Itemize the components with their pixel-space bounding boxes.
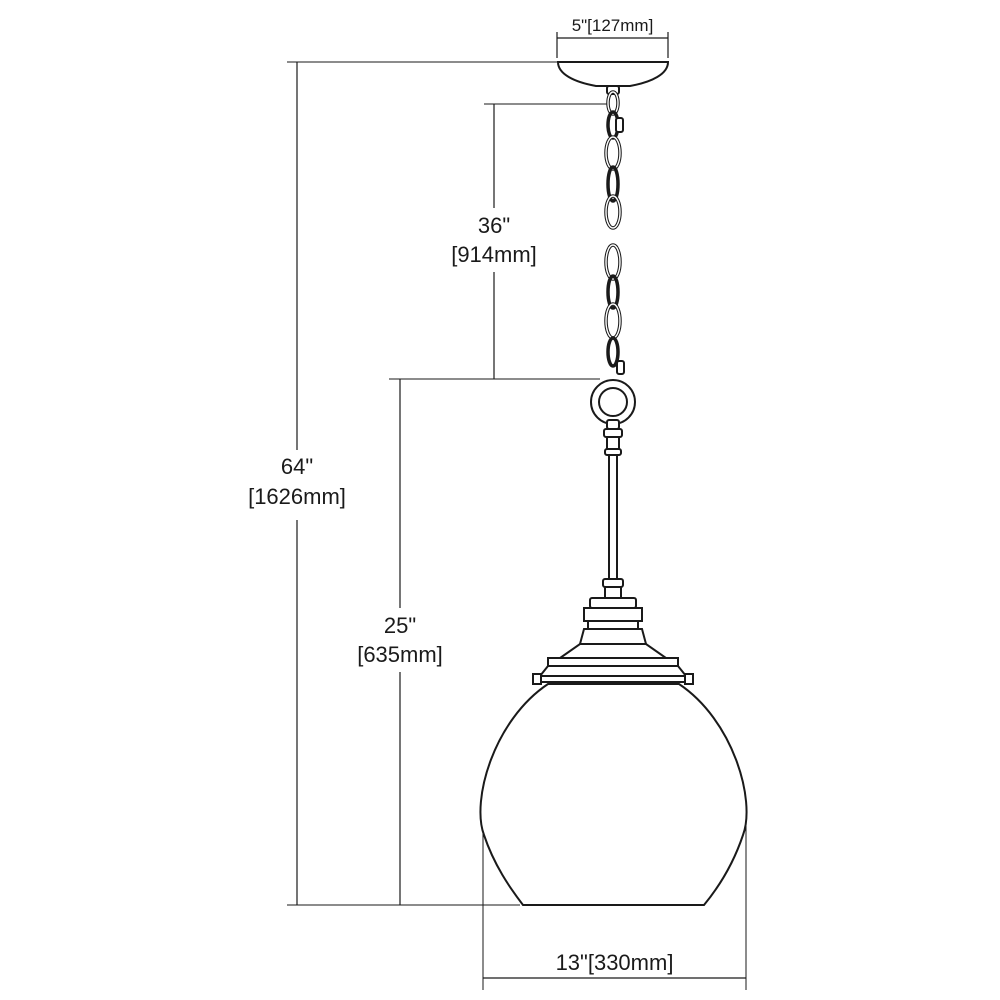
fixture-height-imperial: 25"	[384, 613, 416, 638]
chain-length-dimension: 36" [914mm]	[451, 103, 608, 380]
glass-globe	[479, 683, 748, 906]
fixture-height-metric: [635mm]	[357, 642, 443, 667]
overall-height-imperial: 64"	[281, 454, 313, 479]
canopy	[556, 61, 670, 95]
hanging-loop	[590, 379, 636, 430]
globe-width-dimension: 13"[330mm]	[482, 812, 747, 990]
fitter	[532, 597, 694, 685]
fixture-height-dimension: 25" [635mm]	[357, 378, 484, 905]
chain	[604, 90, 625, 375]
canopy-width-dimension: 5"[127mm]	[556, 16, 669, 58]
globe-width-label: 13"[330mm]	[556, 950, 674, 975]
overall-height-dimension: 64" [1626mm]	[248, 61, 560, 906]
canopy-width-label: 5"[127mm]	[572, 16, 654, 35]
chain-length-metric: [914mm]	[451, 242, 537, 267]
stem	[602, 428, 624, 599]
overall-height-metric: [1626mm]	[248, 484, 346, 509]
chain-length-imperial: 36"	[478, 213, 510, 238]
